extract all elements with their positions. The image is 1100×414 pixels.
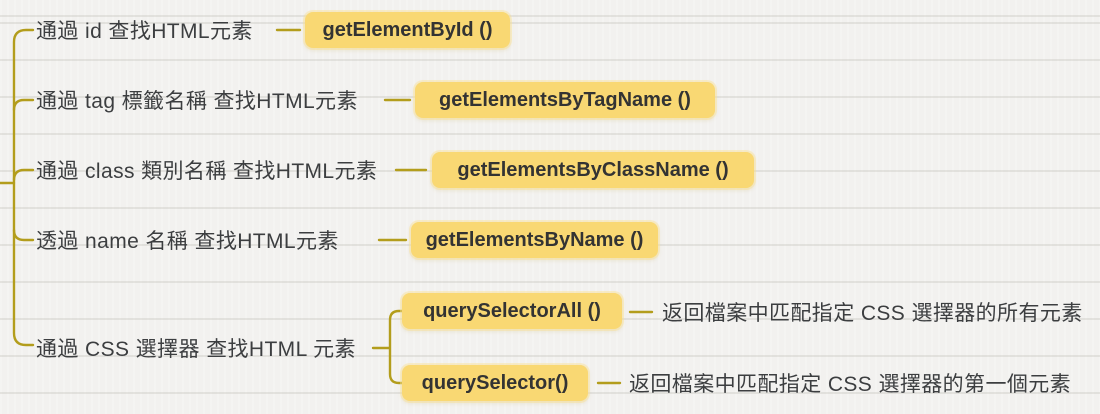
topic-find-by-id[interactable]: 通過 id 查找HTML元素 xyxy=(36,20,253,43)
topic-find-by-tag[interactable]: 通過 tag 標籤名稱 查找HTML元素 xyxy=(36,90,358,113)
css-subtree-brace xyxy=(371,309,404,385)
node-queryselectorall[interactable]: querySelectorAll () xyxy=(402,293,622,329)
note-queryselector-description[interactable]: 返回檔案中匹配指定 CSS 選擇器的第一個元素 xyxy=(629,373,1072,396)
topic-find-by-css-selector[interactable]: 通過 CSS 選擇器 查找HTML 元素 xyxy=(36,338,356,361)
node-getelementbyid[interactable]: getElementById () xyxy=(305,12,510,48)
node-getelementsbyclassname[interactable]: getElementsByClassName () xyxy=(432,152,754,188)
branch-curve-class xyxy=(12,168,35,182)
branch-curve-tag xyxy=(12,98,35,112)
branch-curve-name xyxy=(12,228,35,242)
node-queryselector[interactable]: querySelector() xyxy=(402,365,588,401)
node-getelementsbyname[interactable]: getElementsByName () xyxy=(411,222,658,258)
topic-find-by-name[interactable]: 透過 name 名稱 查找HTML元素 xyxy=(36,230,339,253)
node-getelementsbytagname[interactable]: getElementsByTagName () xyxy=(415,82,715,118)
topic-find-by-class[interactable]: 通過 class 類別名稱 查找HTML元素 xyxy=(36,160,378,183)
note-queryselectorall-description[interactable]: 返回檔案中匹配指定 CSS 選擇器的所有元素 xyxy=(662,302,1083,325)
trunk-line xyxy=(12,28,35,347)
